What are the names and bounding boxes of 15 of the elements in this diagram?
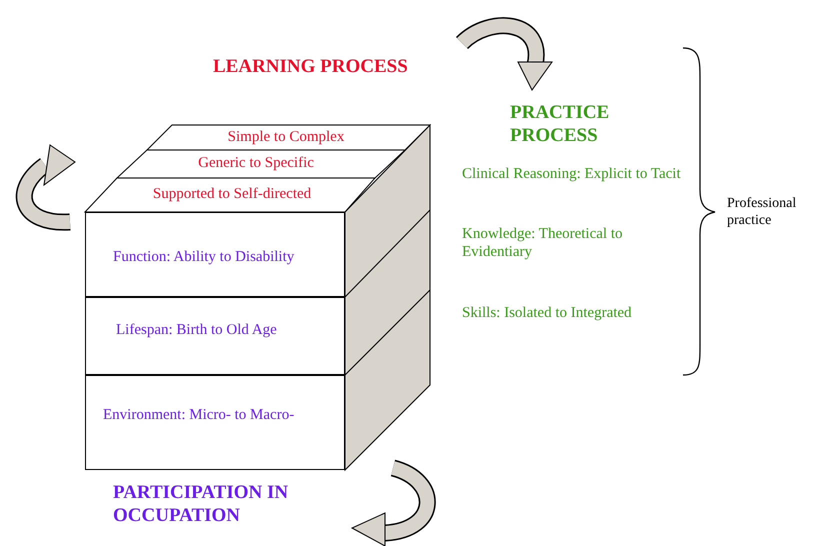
layer-label: Supported to Self-directed	[152, 185, 312, 203]
process-heading: LEARNING PROCESS	[213, 56, 409, 79]
side-label: Skills: Isolated to Integrated	[462, 304, 633, 322]
side-label: Clinical Reasoning: Explicit to Tacit	[462, 165, 682, 183]
bracket-label: Professional practice	[727, 196, 798, 230]
process-heading: PRACTICE PROCESS	[510, 102, 610, 148]
side-label: Knowledge: Theoretical to Evidentiary	[462, 225, 624, 261]
layer-label: Generic to Specific	[198, 154, 314, 172]
layer-label: Environment: Micro- to Macro-	[103, 406, 294, 424]
layer-label: Simple to Complex	[228, 128, 344, 146]
layer-label: Function: Ability to Disability	[113, 248, 294, 266]
layer-band	[85, 297, 345, 375]
layer-label: Lifespan: Birth to Old Age	[116, 321, 277, 339]
process-heading: PARTICIPATION IN OCCUPATION	[113, 482, 290, 528]
layer-band	[85, 375, 345, 470]
